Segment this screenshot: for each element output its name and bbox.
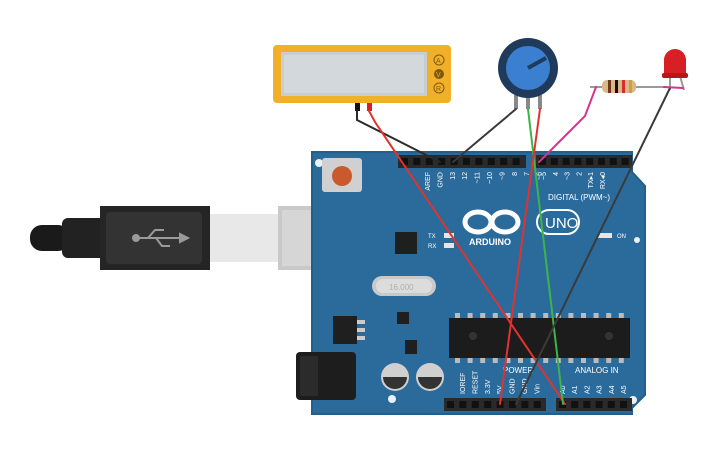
digital-header-label: DIGITAL (PWM~) — [548, 193, 610, 202]
pin-label: AREF — [425, 172, 432, 191]
pin-label: 3.3V — [485, 379, 492, 394]
power-header — [444, 398, 632, 411]
pin-label: 8 — [512, 172, 519, 176]
pin-label: ~5 — [541, 172, 548, 180]
pin-label: 5V — [497, 385, 504, 394]
pin-label: ~10 — [487, 172, 494, 184]
usb-chip — [395, 232, 417, 254]
multimeter: A V R — [273, 45, 451, 111]
pin-label: ~11 — [475, 172, 482, 183]
voltage-regulator — [333, 316, 357, 344]
wire-magenta-pin7-resistor — [538, 86, 597, 163]
pin-label: A5 — [621, 385, 628, 394]
pin-label: 4 — [553, 172, 560, 176]
pin-label: RX◂0 — [600, 172, 607, 189]
digital-pin-labels: AREF GND 13 12 ~11 ~10 ~9 8 7 ~6~5 4 ~3 2 TX▸1 RX◂0 — [425, 172, 607, 191]
resistor — [590, 80, 664, 93]
arduino-logo: ARDUINO — [462, 209, 521, 247]
crystal-text: 16.000 — [389, 283, 414, 292]
pin-label: GND — [510, 378, 517, 394]
usb-symbol-icon — [132, 229, 191, 247]
wires — [356, 86, 684, 405]
wire-dark-led-gnd — [515, 87, 671, 405]
pin-label: A4 — [609, 385, 616, 394]
wire-black-meter-gnd — [356, 110, 441, 163]
analog-pin-labels: A0 A1 A2 A3 A4 A5 — [560, 385, 628, 394]
led — [662, 49, 688, 91]
pin-label: A1 — [572, 385, 579, 394]
wire-magenta-resistor-led — [663, 86, 684, 89]
pin-label: Vin — [534, 384, 541, 394]
usb-cable — [30, 206, 348, 270]
power-header-label: POWER — [503, 366, 533, 375]
potentiometer[interactable] — [498, 38, 558, 109]
pin-label: 12 — [462, 172, 469, 180]
pin-label: ~9 — [499, 172, 506, 180]
pin-label: 13 — [450, 172, 457, 180]
multimeter-terminal-v: V — [434, 69, 444, 79]
pin-label: A0 — [560, 385, 567, 394]
pin-label: ~6 — [537, 172, 544, 180]
atmega-chip — [449, 313, 630, 363]
terminal-a-label: A — [436, 58, 441, 65]
multimeter-terminal-r: R — [433, 82, 445, 94]
on-label: ON — [617, 234, 626, 240]
pin-label: 7 — [524, 172, 531, 176]
terminal-v-label: V — [436, 72, 441, 79]
arduino-logo-text: ARDUINO — [469, 237, 511, 247]
analog-header-label: ANALOG IN — [575, 366, 619, 375]
arduino-board: DIGITAL (PWM~) AREF GND 13 12 ~11 ~10 ~9 8 7 ~6~5… — [296, 151, 646, 415]
pin-label: IOREF — [460, 373, 467, 394]
pin-label: ~3 — [565, 172, 572, 180]
wire-red-pot-5v — [499, 108, 541, 405]
rx-label: RX — [428, 244, 436, 250]
reset-button[interactable] — [322, 158, 362, 192]
multimeter-terminal-a: A — [433, 54, 445, 66]
pin-label: RESET — [472, 370, 479, 394]
terminal-r-label: R — [436, 86, 441, 93]
pin-label: GND — [437, 172, 444, 188]
pin-label: TX▸1 — [588, 172, 595, 188]
digital-header — [398, 155, 632, 168]
capacitors — [381, 363, 444, 391]
crystal-oscillator: 16.000 — [372, 276, 436, 296]
pin-label: A2 — [584, 385, 591, 394]
wire-red-meter-a0 — [368, 110, 566, 405]
wire-dark-pot-gnd — [452, 108, 517, 163]
tx-label: TX — [428, 234, 436, 240]
uno-label: UNO — [545, 215, 578, 232]
pin-label: A3 — [597, 385, 604, 394]
pin-label: 2 — [576, 172, 583, 176]
